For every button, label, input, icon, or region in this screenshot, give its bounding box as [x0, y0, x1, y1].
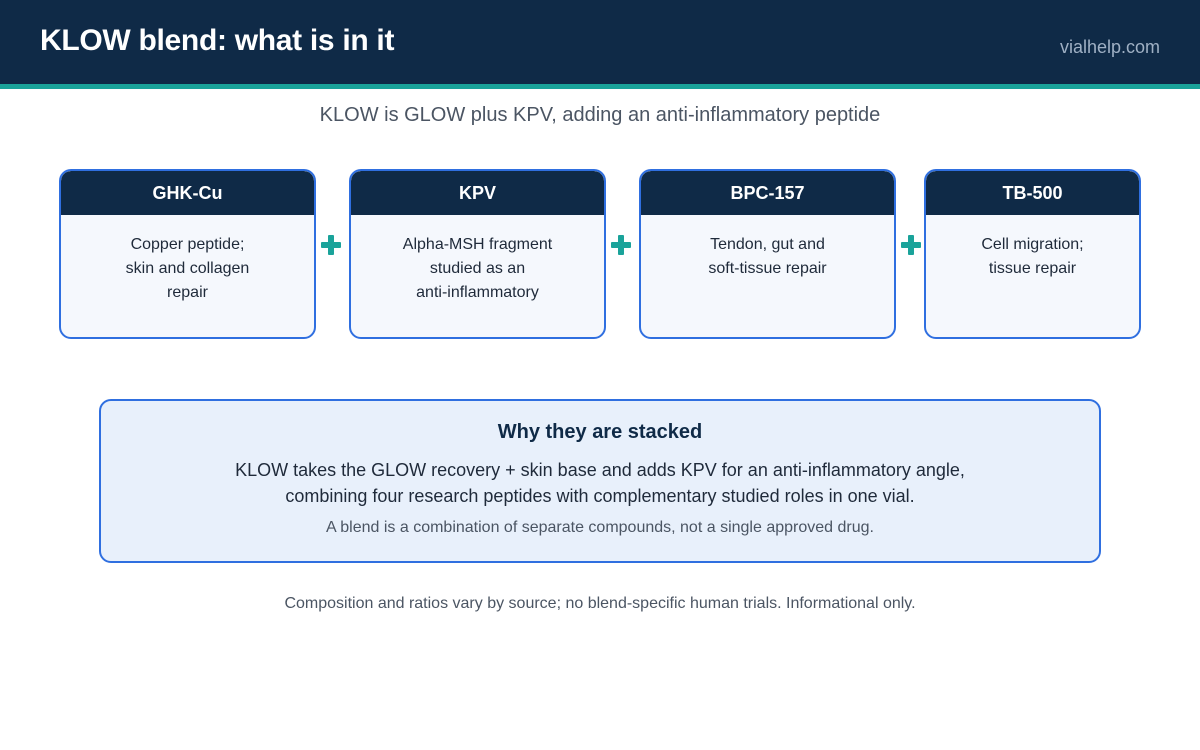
component-description: Tendon, gut and soft-tissue repair [641, 215, 894, 281]
component-card-tb-500: TB-500 Cell migration; tissue repair [924, 169, 1141, 339]
description-line: studied as an [429, 260, 526, 277]
component-name: BPC-157 [641, 171, 894, 215]
disclaimer-footnote: Composition and ratios vary by source; n… [284, 595, 916, 612]
component-card-ghk-cu: GHK-Cu Copper peptide; skin and collagen… [59, 169, 316, 339]
why-note: A blend is a combination of separate com… [326, 519, 874, 536]
header-accent-line [0, 84, 1200, 89]
description-line: Copper peptide; [130, 236, 245, 253]
page-subtitle: KLOW is GLOW plus KPV, adding an anti-in… [319, 104, 881, 126]
site-name: vialhelp.com [1059, 37, 1160, 57]
description-line: soft-tissue repair [708, 260, 827, 277]
description-line: repair [167, 284, 208, 301]
component-description: Cell migration; tissue repair [926, 215, 1139, 281]
component-description: Copper peptide; skin and collagen repair [61, 215, 314, 305]
description-line: skin and collagen [125, 260, 250, 277]
component-name: KPV [351, 171, 604, 215]
plus-icon [898, 232, 924, 258]
component-card-kpv: KPV Alpha-MSH fragment studied as an ant… [349, 169, 606, 339]
component-card-bpc-157: BPC-157 Tendon, gut and soft-tissue repa… [639, 169, 896, 339]
page-title: KLOW blend: what is in it [40, 24, 395, 57]
header-bar: KLOW blend: what is in it vialhelp.com [0, 0, 1200, 84]
description-line: Tendon, gut and [710, 236, 825, 253]
component-description: Alpha-MSH fragment studied as an anti-in… [351, 215, 604, 305]
why-line: combining four research peptides with co… [285, 486, 915, 506]
plus-icon [318, 232, 344, 258]
description-line: Alpha-MSH fragment [402, 236, 553, 253]
description-line: anti-inflammatory [416, 284, 539, 301]
component-name: TB-500 [926, 171, 1139, 215]
component-name: GHK-Cu [61, 171, 314, 215]
why-stacked-panel: Why they are stacked KLOW takes the GLOW… [99, 399, 1101, 563]
why-title: Why they are stacked [497, 421, 703, 443]
description-line: tissue repair [988, 260, 1077, 277]
description-line: Cell migration; [981, 236, 1084, 253]
why-line: KLOW takes the GLOW recovery + skin base… [235, 460, 965, 480]
plus-icon [608, 232, 634, 258]
why-explanation: KLOW takes the GLOW recovery + skin base… [101, 457, 1099, 509]
